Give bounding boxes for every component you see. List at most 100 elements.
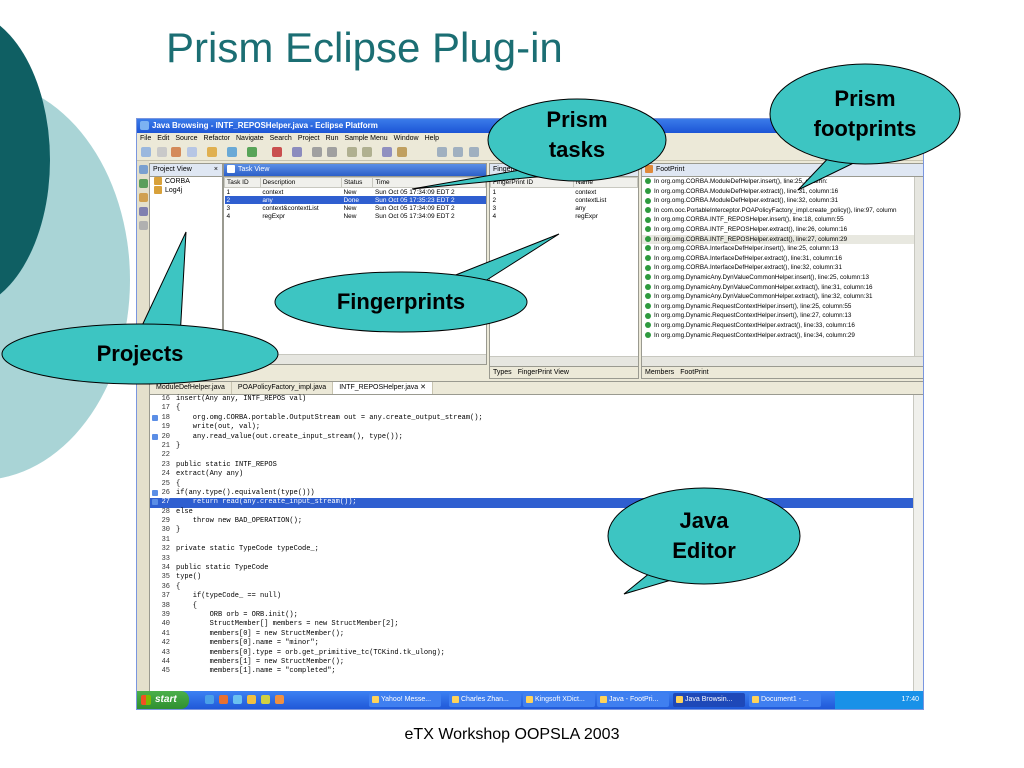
override-marker-icon [152, 414, 158, 421]
list-item[interactable]: In org.omg.CORBA.ModuleDefHelper.insert(… [642, 177, 923, 187]
list-item[interactable]: In org.omg.CORBA.INTF_REPOSHelper.extrac… [642, 234, 923, 245]
browsing-perspective-icon[interactable] [139, 193, 148, 202]
media-icon[interactable] [219, 695, 228, 704]
project-item[interactable]: Log4j [150, 186, 222, 195]
new-icon[interactable] [141, 147, 151, 157]
project-view-tab[interactable]: Project View [150, 164, 222, 177]
list-item[interactable]: In org.omg.CORBA.ModuleDefHelper.extract… [642, 187, 923, 197]
list-item[interactable]: In org.omg.CORBA.ModuleDefHelper.extract… [642, 196, 923, 206]
column-header[interactable]: Status [340, 177, 374, 188]
list-item[interactable]: In org.omg.Dynamic.RequestContextHelper.… [642, 311, 923, 321]
editor-tab[interactable]: POAPolicyFactory_impl.java [232, 382, 334, 394]
menu-project[interactable]: Project [297, 135, 320, 142]
print-icon[interactable] [171, 147, 181, 157]
project-item[interactable]: CORBA [150, 177, 222, 186]
menu-edit[interactable]: Edit [157, 135, 170, 142]
resource-perspective-icon[interactable] [139, 221, 148, 230]
save-icon[interactable] [157, 147, 167, 157]
menu-window[interactable]: Window [393, 135, 419, 142]
prev-annotation-icon[interactable] [347, 147, 357, 157]
list-item[interactable]: In org.omg.CORBA.INTF_REPOSHelper.insert… [642, 215, 923, 225]
debug-perspective-icon[interactable] [139, 207, 148, 216]
list-item[interactable]: In org.omg.CORBA.INTF_REPOSHelper.extrac… [642, 225, 923, 235]
menu-refactor[interactable]: Refactor [203, 135, 230, 142]
list-item[interactable]: In org.omg.DynamicAny.DynValueCommonHelp… [642, 273, 923, 283]
start-button[interactable]: start [137, 691, 189, 709]
vertical-scrollbar[interactable] [914, 177, 923, 366]
list-item[interactable]: In com.ooc.PortableInterceptor.POAPolicy… [642, 206, 923, 216]
close-icon[interactable]: × [213, 166, 218, 173]
menu-run[interactable]: Run [325, 135, 339, 142]
taskbar-button[interactable]: Document1 - ... [749, 693, 821, 707]
open-type-icon[interactable] [187, 147, 197, 157]
list-item[interactable]: In org.omg.Dynamic.RequestContextHelper.… [642, 321, 923, 331]
taskbar-button[interactable]: Java - FootPri... [597, 693, 669, 707]
back-icon[interactable] [312, 147, 322, 157]
forward-icon[interactable] [327, 147, 337, 157]
column-header[interactable]: Description [259, 177, 342, 188]
menu-search[interactable]: Search [269, 135, 292, 142]
perspective-icon[interactable] [437, 147, 447, 157]
menu-sample-menu[interactable]: Sample Menu [344, 135, 388, 142]
stop-icon[interactable] [272, 147, 282, 157]
pin-icon[interactable] [397, 147, 407, 157]
list-item[interactable]: In org.omg.Dynamic.RequestContextHelper.… [642, 302, 923, 312]
list-item[interactable]: In org.omg.CORBA.InterfaceDefHelper.extr… [642, 254, 923, 264]
footprint-tab[interactable]: FootPrint [642, 164, 923, 177]
open-perspective-icon[interactable] [382, 147, 392, 157]
column-header[interactable]: Task ID [224, 177, 261, 188]
horizontal-scrollbar[interactable] [642, 356, 923, 366]
app-icon [526, 696, 533, 703]
menu-navigate[interactable]: Navigate [236, 135, 264, 142]
tab-members[interactable]: Members [645, 369, 675, 376]
list-item[interactable]: In org.omg.Dynamic.RequestContextHelper.… [642, 331, 923, 341]
search-icon[interactable] [292, 147, 302, 157]
taskbar-button[interactable]: Yahoo! Messe... [369, 693, 441, 707]
folder-icon[interactable] [247, 695, 256, 704]
run-icon[interactable] [247, 147, 257, 157]
perspective-icon-2[interactable] [453, 147, 463, 157]
taskbar-button[interactable]: Charles Zhan... [449, 693, 521, 707]
tab-footprint[interactable]: FootPrint [680, 369, 709, 376]
list-item[interactable]: In org.omg.DynamicAny.DynValueCommonHelp… [642, 283, 923, 293]
editor-tab[interactable]: INTF_REPOSHelper.java ✕ [333, 382, 433, 394]
close-icon[interactable]: ✕ [418, 384, 426, 391]
task-view-tab[interactable]: Task View [224, 164, 486, 177]
ie-icon[interactable] [205, 695, 214, 704]
editor-vertical-scrollbar[interactable] [913, 395, 923, 702]
taskbar-button[interactable]: Java Browsin... [673, 693, 745, 707]
java-perspective-icon[interactable] [139, 179, 148, 188]
horizontal-scrollbar[interactable] [224, 354, 486, 364]
list-item[interactable]: In org.omg.CORBA.InterfaceDefHelper.inse… [642, 244, 923, 254]
debug-icon[interactable] [227, 147, 237, 157]
tab-types[interactable]: Types [493, 369, 512, 376]
editor-tab-label: POAPolicyFactory_impl.java [237, 384, 327, 391]
outlook-icon[interactable] [233, 695, 242, 704]
tab-fingerprint-view[interactable]: FingerPrint View [517, 369, 569, 376]
project-name: CORBA [165, 178, 190, 185]
menu-help[interactable]: Help [424, 135, 439, 142]
menu-source[interactable]: Source [175, 135, 198, 142]
horizontal-scrollbar[interactable] [490, 356, 638, 366]
list-item[interactable]: In org.omg.DynamicAny.DynValueCommonHelp… [642, 292, 923, 302]
build-icon[interactable] [207, 147, 217, 157]
menu-file[interactable]: File [140, 135, 152, 142]
list-item[interactable]: In org.omg.CORBA.InterfaceDefHelper.extr… [642, 263, 923, 273]
open-perspective-icon[interactable] [139, 165, 148, 174]
messenger-icon[interactable] [275, 695, 284, 704]
editor-tab[interactable]: ModuleDefHelper.java [150, 382, 232, 394]
taskbar-button-label: Java Browsin... [685, 696, 733, 703]
quick-launch-icon[interactable] [261, 695, 270, 704]
next-annotation-icon[interactable] [362, 147, 372, 157]
perspective-icon-3[interactable] [469, 147, 479, 157]
taskbar-button[interactable]: Kingsoft XDict... [523, 693, 595, 707]
